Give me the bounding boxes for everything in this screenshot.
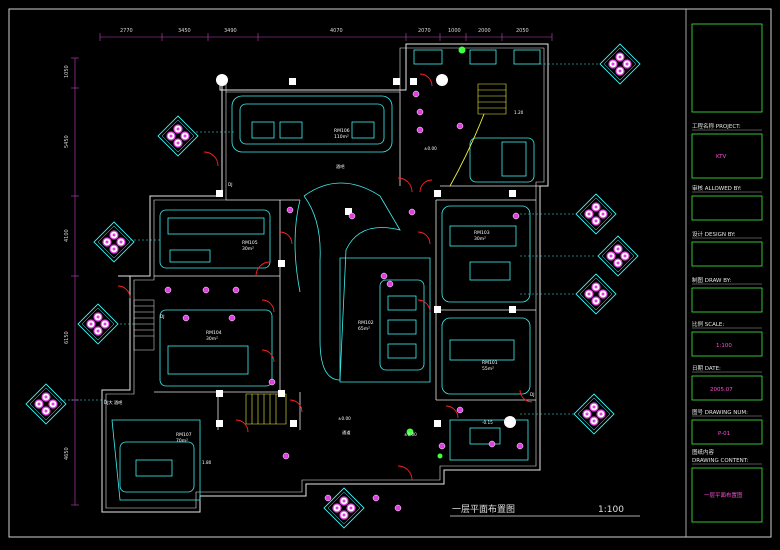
elevation-index-symbol [25, 383, 67, 425]
dim-left-3: 4100 [64, 229, 70, 242]
tb-drawing-no-value: P-01 [718, 431, 730, 437]
tb-content-label-en: DRAWING CONTENT: [692, 458, 748, 464]
round-columns [216, 74, 516, 428]
label-dj: DJ [228, 182, 232, 187]
elevation-index-symbol [93, 221, 135, 263]
elevation-index-symbol [323, 487, 365, 529]
dim-left-2: 5450 [64, 135, 70, 148]
room-rm102-name: RM102 [358, 320, 374, 326]
tb-drawing-no-label: 图号 DRAWING NUM: [692, 408, 748, 416]
tb-logo-box [691, 23, 763, 113]
room-furniture [111, 49, 541, 501]
room-rm105-name: RM105 [242, 240, 258, 246]
room-rm101-area: 55m² [482, 366, 494, 372]
elevation-index-symbol [77, 303, 119, 345]
elevation-index-symbol [597, 235, 639, 277]
tb-approved-box [691, 195, 763, 221]
elevation-symbols [25, 43, 641, 529]
room-rm105-area: 30m² [242, 246, 254, 252]
tb-content-box [691, 467, 763, 523]
dim-left-4: 6150 [64, 331, 70, 344]
dim-top-4: 4070 [330, 28, 343, 34]
level-6: 1.80 [202, 460, 212, 465]
dim-left-1: 1050 [64, 65, 70, 78]
label-bar: 酒吧 [336, 163, 345, 170]
tb-project-label: 工程名称 PROJECT: [692, 122, 741, 130]
interior-walls [154, 92, 548, 430]
tb-scale-value: 1:100 [716, 343, 732, 349]
level-4: -0.15 [482, 420, 493, 425]
leader-lines [60, 63, 598, 415]
level-2: ±0.00 [338, 416, 351, 421]
room-rm104-area: 30m² [206, 336, 218, 342]
tb-content-label-cn: 图纸内容 [692, 448, 715, 456]
columns [216, 78, 516, 427]
tb-scale-box [691, 331, 763, 357]
left-dimension-chain [71, 57, 79, 506]
label-dj-upper: DJ [160, 314, 164, 319]
dim-top-1: 2770 [120, 28, 133, 34]
dim-top-7: 2000 [478, 28, 491, 34]
dim-top-2: 3450 [178, 28, 191, 34]
elevation-index-symbol [157, 115, 199, 157]
room-rm104-name: RM104 [206, 330, 222, 336]
label-hall: 通道 [342, 429, 351, 436]
elevation-index-symbol [575, 193, 617, 235]
tb-drawn-box [691, 287, 763, 313]
tb-date-value: 2005.07 [710, 387, 733, 393]
tb-date-box [691, 375, 763, 401]
staircase-upper [449, 83, 507, 187]
label-dj-bar: DJ大 酒吧 [104, 399, 123, 406]
drawing-title: 一层平面布置图 [452, 503, 515, 515]
tb-date-label: 日期 DATE: [692, 365, 721, 372]
exterior-walls [101, 43, 549, 513]
dim-top-8: 2050 [516, 28, 529, 34]
sheet-border [8, 8, 772, 538]
dim-left-5: 4650 [64, 447, 70, 460]
tb-design-label: 设计 DESIGN BY: [692, 230, 736, 238]
tb-scale-label: 比例 SCALE: [692, 320, 724, 328]
room-rm102-area: 65m² [358, 326, 370, 332]
staircase-left [133, 299, 155, 351]
level-1: ±0.00 [424, 146, 437, 151]
elevation-index-symbol [575, 273, 617, 315]
room-rm106-area: 110m² [334, 134, 349, 140]
green-fixtures [406, 46, 466, 459]
level-marks: ±0.00 ±0.00 ±0.00 -0.15 1.20 1.80 DJ DJ … [104, 110, 534, 465]
level-5: 1.20 [514, 110, 524, 115]
staircase-lower [245, 393, 287, 425]
elevation-index-symbol [573, 393, 615, 435]
room-rm107-area: 70m² [176, 438, 188, 444]
tb-content-value: 一层平面布置图 [704, 491, 743, 499]
room-labels: RM106 110m² RM105 30m² RM104 30m² RM103 … [176, 128, 498, 444]
tb-drawn-label: 制图 DRAW BY: [692, 276, 731, 284]
drawing-scale: 1:100 [598, 505, 624, 515]
room-rm103-name: RM103 [474, 230, 490, 236]
doors [117, 73, 533, 481]
top-dimension-chain [99, 33, 553, 41]
label-dj-right: DJ [530, 392, 534, 397]
tb-design-box [691, 241, 763, 267]
tb-project-value: KTV [716, 154, 727, 160]
tb-drawing-no-box [691, 419, 763, 445]
elevation-index-symbol [599, 43, 641, 85]
tb-approved-label: 审核 ALLOWED BY: [692, 184, 742, 192]
dim-top-5: 2070 [418, 28, 431, 34]
level-3: ±0.00 [404, 432, 417, 437]
title-block: 工程名称 PROJECT: KTV 审核 ALLOWED BY: 设计 DESI… [691, 23, 763, 523]
dim-top-3: 3490 [224, 28, 237, 34]
room-rm103-area: 30m² [474, 236, 486, 242]
tb-project-box [691, 133, 763, 179]
room-rm101-name: RM101 [482, 360, 498, 366]
dim-top-6: 1000 [448, 28, 461, 34]
room-rm107-name: RM107 [176, 432, 192, 438]
room-rm106-name: RM106 [334, 128, 350, 134]
